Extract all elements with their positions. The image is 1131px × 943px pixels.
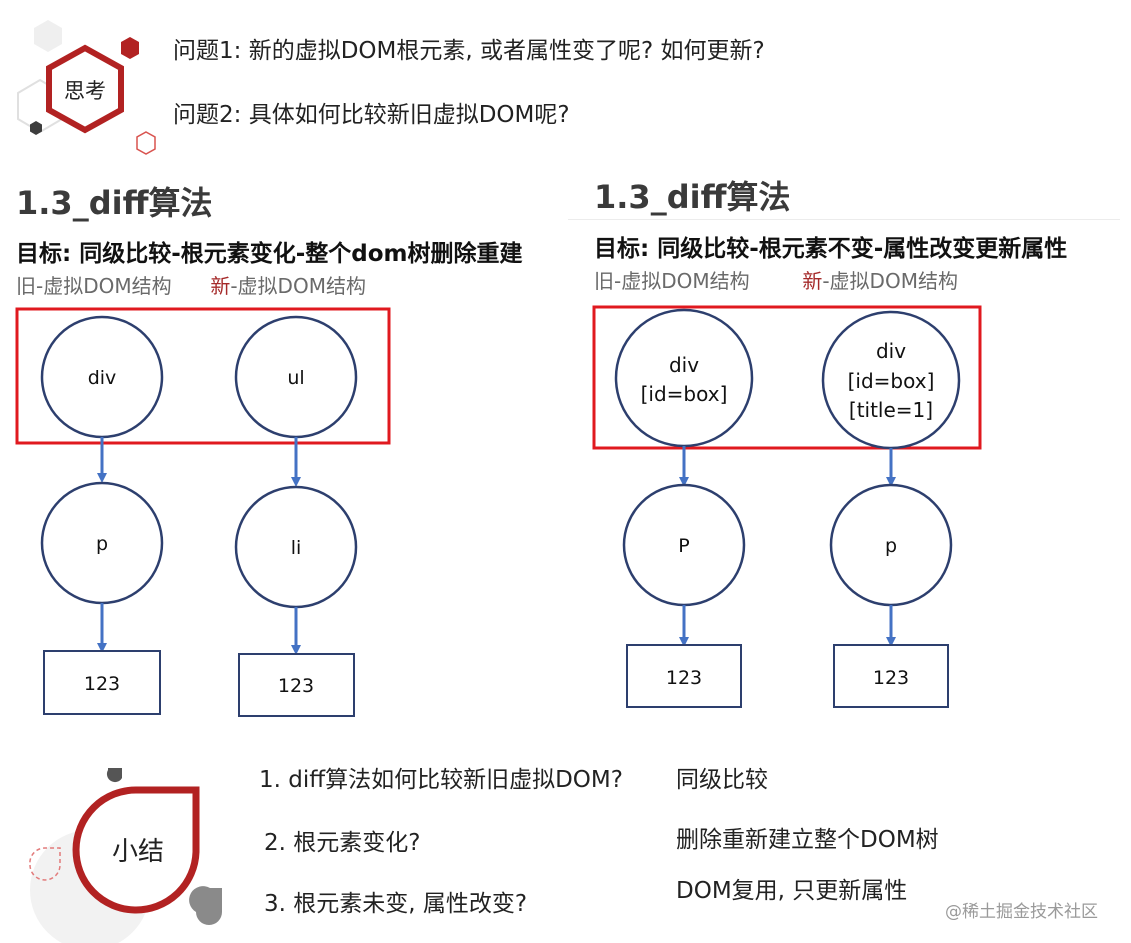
question-1: 问题1: 新的虚拟DOM根元素, 或者属性变了呢? 如何更新?: [173, 38, 765, 64]
left-root-frame: [15, 307, 391, 445]
right-old-root-label-2: [id=box]: [641, 382, 728, 406]
right-new-root-label-3: [title=1]: [849, 398, 933, 422]
think-hexagon: [46, 44, 124, 134]
right-old-root-node: [614, 308, 754, 448]
right-new-leaf-label: 123: [873, 667, 909, 689]
right-old-leaf-label: 123: [666, 667, 702, 689]
right-title-divider: [568, 219, 1120, 220]
right-section-title: 1.3_diff算法: [594, 178, 791, 216]
right-new-child-label: p: [885, 535, 897, 557]
left-legend-new-char: 新: [210, 274, 231, 298]
think-badge: 思考: [17, 20, 156, 155]
right-old-child-label: P: [678, 535, 689, 557]
left-goal: 目标: 同级比较-根元素变化-整个dom树删除重建: [16, 241, 523, 267]
summary-question-2: 2. 根元素变化?: [264, 830, 421, 856]
left-old-root-label: div: [88, 367, 117, 389]
decor-hexagon-dark: [30, 121, 42, 135]
summary-badge: 小结: [29, 768, 222, 943]
decor-dark-drop: [106, 768, 122, 783]
right-new-root-label-2: [id=box]: [848, 369, 935, 393]
left-section-title: 1.3_diff算法: [16, 184, 213, 222]
left-new-leaf-box: [238, 653, 355, 717]
right-legend-old: 旧-虚拟DOM结构: [594, 269, 750, 293]
right-old-root-label-1: div: [669, 353, 699, 377]
left-legend-old: 旧-虚拟DOM结构: [16, 274, 172, 298]
decor-hexagon-red: [121, 37, 139, 59]
watermark: @稀土掘金技术社区: [945, 902, 1098, 922]
summary-label: 小结: [112, 837, 164, 867]
right-root-frame: [592, 305, 982, 450]
right-legend-new-rest: -虚拟DOM结构: [822, 269, 958, 293]
summary-question-1: 1. diff算法如何比较新旧虚拟DOM?: [259, 767, 623, 793]
right-old-leaf-box: [626, 644, 742, 708]
left-legend: 旧-虚拟DOM结构 新-虚拟DOM结构: [16, 270, 366, 299]
summary-teardrop: [72, 786, 200, 914]
left-old-child-label: p: [96, 533, 108, 555]
decor-hexagon-light: [34, 20, 62, 52]
decor-hexagon-red-outline: [136, 131, 156, 155]
left-old-leaf-label: 123: [84, 673, 120, 695]
left-old-leaf-box: [43, 650, 161, 715]
left-new-child-label: li: [291, 537, 302, 559]
right-new-leaf-box: [833, 644, 949, 708]
left-legend-new-rest: -虚拟DOM结构: [230, 274, 366, 298]
summary-answer-1: 同级比较: [676, 767, 768, 793]
question-2: 问题2: 具体如何比较新旧虚拟DOM呢?: [173, 102, 570, 128]
left-new-leaf-label: 123: [278, 675, 314, 697]
decor-dashed-drop: [29, 847, 61, 881]
right-legend-new-char: 新: [802, 269, 823, 293]
right-new-root-label-1: div: [876, 339, 906, 363]
think-label: 思考: [64, 79, 106, 103]
left-new-root-label: ul: [287, 367, 304, 389]
decor-gray-drop: [189, 886, 222, 925]
right-legend: 旧-虚拟DOM结构 新-虚拟DOM结构: [594, 265, 958, 294]
summary-answer-3: DOM复用, 只更新属性: [676, 878, 908, 904]
summary-question-3: 3. 根元素未变, 属性改变?: [264, 891, 528, 917]
summary-answer-2: 删除重新建立整个DOM树: [676, 827, 939, 853]
right-goal: 目标: 同级比较-根元素不变-属性改变更新属性: [594, 236, 1068, 262]
